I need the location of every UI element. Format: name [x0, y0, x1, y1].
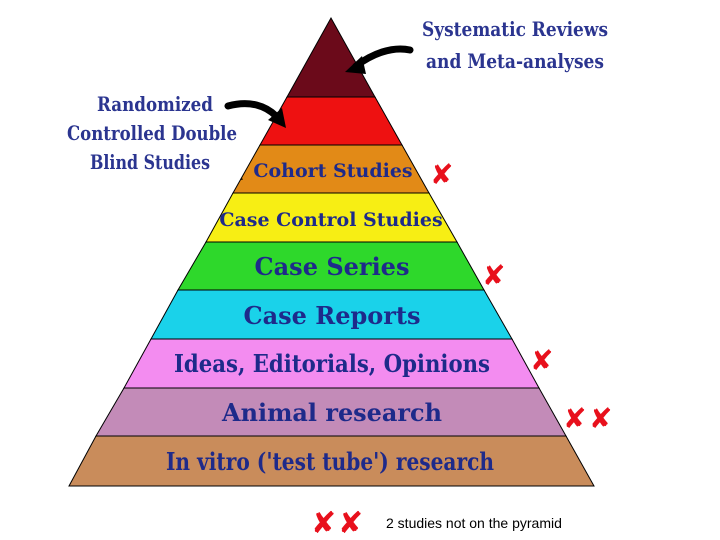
- callout-randomized-controlled: Randomized Controlled Double Blind Studi…: [67, 92, 286, 183]
- tier-label-case-reports: Case Reports: [243, 301, 420, 330]
- tier-label-ideas: Ideas, Editorials, Opinions: [174, 349, 490, 378]
- legend-text: 2 studies not on the pyramid: [386, 515, 562, 531]
- x-mark-cohort: ✘: [430, 158, 453, 191]
- x-mark-animal-1: ✘: [563, 402, 586, 435]
- tier-label-animal-research: Animal research: [221, 398, 442, 427]
- tier-label-cohort: Cohort Studies: [253, 160, 412, 182]
- callout-dot: .: [240, 169, 244, 183]
- tier-label-case-series: Case Series: [255, 252, 410, 281]
- callout-arrow-top: [352, 45, 414, 70]
- tier-label-case-control: Case Control Studies: [219, 209, 442, 231]
- callout-rct-line3: Blind Studies: [90, 150, 210, 174]
- callout-rct-line2: Controlled Double: [67, 121, 237, 145]
- tier-in-vitro-research: [68, 435, 595, 487]
- callout-arrow-rct: [224, 100, 280, 120]
- pyramid: [68, 16, 595, 487]
- legend-x-mark-2: ✘: [338, 506, 363, 540]
- callout-arrowhead-top: [345, 56, 366, 74]
- legend-x-mark-1: ✘: [311, 506, 336, 540]
- callout-systematic-reviews: Systematic Reviews and Meta-analyses: [345, 17, 608, 74]
- x-mark-case-series: ✘: [482, 259, 505, 292]
- x-marks: ✘ ✘ ✘ ✘ ✘: [430, 158, 612, 435]
- legend: ✘ ✘ 2 studies not on the pyramid: [311, 506, 562, 540]
- callout-top-line1: Systematic Reviews: [422, 17, 608, 41]
- callout-arrowhead-rct: [268, 108, 286, 128]
- tier-labels: Cohort Studies Case Control Studies Case…: [166, 160, 494, 476]
- tier-label-in-vitro: In vitro ('test tube') research: [166, 447, 494, 476]
- callout-top-line2: and Meta-analyses: [426, 49, 604, 73]
- x-mark-animal-2: ✘: [589, 402, 612, 435]
- callout-rct-line1: Randomized: [97, 92, 213, 116]
- x-mark-ideas: ✘: [530, 344, 553, 377]
